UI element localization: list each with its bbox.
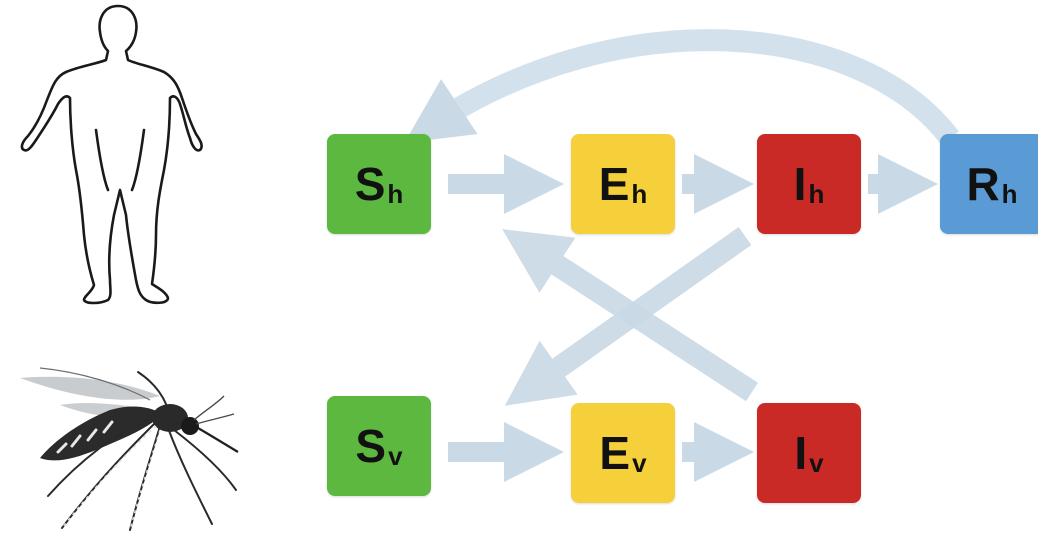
node-letter: E: [598, 158, 630, 210]
human-silhouette-icon: [20, 4, 203, 305]
mosquito-icon: [20, 367, 239, 531]
arrow-iv-to-sh: [502, 229, 759, 402]
node-subscript: v: [632, 448, 647, 478]
node-subscript: h: [387, 179, 404, 209]
node-letter: I: [794, 427, 808, 479]
node-letter: S: [355, 420, 387, 472]
node-subscript: v: [809, 448, 824, 478]
transmission-arrows: [404, 29, 959, 482]
node-subscript: h: [631, 179, 648, 209]
node-subscript: v: [388, 441, 403, 471]
node-subscript: h: [1001, 179, 1018, 209]
node-subscript: h: [808, 179, 825, 209]
node-letter: E: [599, 427, 631, 479]
node-letter: I: [793, 158, 807, 210]
node-letter: S: [354, 158, 386, 210]
arrow-rh-to-sh: [404, 29, 959, 145]
node-letter: R: [966, 158, 1000, 210]
